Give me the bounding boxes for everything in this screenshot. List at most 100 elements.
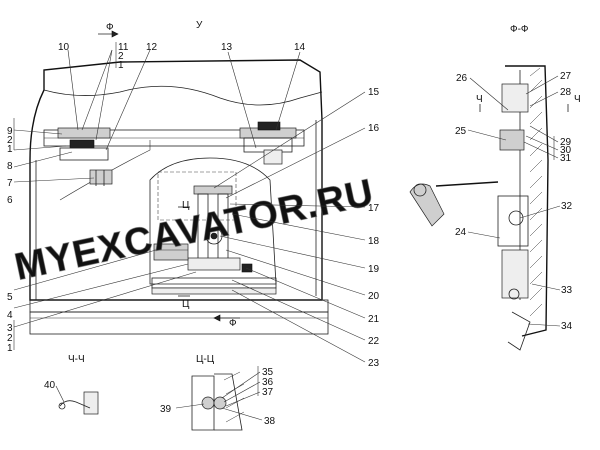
callout-14: 14 [294, 42, 306, 53]
leader-34 [527, 323, 561, 327]
bolt-head [241, 263, 253, 273]
callout-6: 6 [7, 195, 13, 206]
pivot [205, 227, 223, 245]
cut-f-top-arrow [111, 30, 119, 38]
view-title-section-f: Ф-Ф [510, 24, 529, 35]
leader-33 [531, 283, 561, 291]
callout-30: 30 [560, 145, 572, 156]
break-line [43, 85, 323, 106]
left-hinge-assembly [57, 127, 113, 186]
f-lower-bolt [508, 288, 520, 300]
callout-34: 34 [561, 321, 573, 332]
f-mid-block [499, 129, 525, 151]
leader-15 [213, 91, 366, 189]
callout-31: 31 [560, 153, 572, 164]
lower-rail [29, 299, 329, 313]
callout-5: 5 [7, 292, 13, 303]
leader-26 [469, 77, 509, 111]
leader-23 [231, 289, 366, 363]
leader-8 [13, 145, 67, 151]
callout-35: 35 [262, 367, 274, 378]
leader-22 [231, 279, 366, 341]
leader-13 [227, 51, 257, 149]
callout-28: 28 [560, 87, 572, 98]
leader-lines [13, 42, 561, 421]
callout-21: 21 [368, 314, 380, 325]
callout-26: 26 [456, 73, 468, 84]
callout-24: 24 [455, 227, 467, 238]
leader-35 [221, 371, 261, 399]
lever-rod [435, 181, 499, 187]
side-block [153, 243, 189, 261]
leader-9 [13, 129, 63, 135]
callout-17: 17 [368, 203, 380, 214]
callout-labels: 9 2 1 8 7 6 5 4 3 2 1 10 11 2 1 12 13 14… [7, 42, 573, 427]
leader-31 [523, 141, 559, 159]
cut-marker-ch-right: Ч [574, 94, 581, 105]
leader-3 [13, 271, 197, 328]
leader-27 [525, 75, 559, 95]
callout-8: 8 [7, 161, 13, 172]
leader-29 [529, 125, 559, 143]
section-ts-view [191, 371, 245, 431]
cut-f-bottom-arrow [213, 314, 221, 322]
ch-pin [58, 402, 66, 410]
base-rail [29, 311, 329, 335]
f-upper-block [501, 83, 529, 113]
callout-2b: 2 [7, 135, 13, 146]
callout-29: 29 [560, 137, 572, 148]
callout-4: 4 [7, 310, 13, 321]
callout-15: 15 [368, 87, 380, 98]
callout-1a: 1 [7, 343, 13, 354]
callout-37: 37 [262, 387, 274, 398]
view-title-main: У [196, 20, 203, 31]
f-bolt [508, 210, 524, 226]
leader-19 [219, 235, 366, 269]
callout-38: 38 [264, 416, 276, 427]
callout-11: 11 [118, 42, 129, 53]
callout-7: 7 [7, 178, 13, 189]
right-hinge-assembly [239, 121, 297, 165]
ch-block [83, 391, 99, 415]
callout-33: 33 [561, 285, 573, 296]
callout-32: 32 [561, 201, 573, 212]
left-lower-block [89, 169, 113, 185]
ts-hatching [223, 371, 245, 423]
callout-23: 23 [368, 358, 380, 369]
leader-14 [275, 51, 301, 131]
leader-21 [245, 267, 366, 319]
leader-40 [55, 385, 65, 403]
mount-flange [151, 287, 277, 295]
leader-11b [95, 49, 113, 141]
leader-36 [223, 381, 261, 403]
f-bottom-flange [507, 311, 531, 351]
cut-markers: Ф Ф Ч Ч Ц Ц [98, 22, 581, 329]
cut-marker-ts-upper: Ц [182, 200, 190, 211]
window-outline [157, 171, 237, 221]
section-f-view [409, 65, 549, 351]
f-hatching [529, 67, 543, 317]
left-plate [57, 127, 111, 139]
view-title-section-ts: Ц-Ц [196, 354, 215, 365]
base-block [187, 257, 241, 271]
leader-38 [221, 407, 263, 421]
leader-39 [175, 403, 205, 409]
lever-knob [413, 183, 427, 197]
callout-13: 13 [221, 42, 233, 53]
ts-seal-left [201, 396, 215, 410]
pivot-pin [210, 232, 218, 240]
callout-27: 27 [560, 71, 572, 82]
callout-2c: 2 [118, 51, 124, 62]
callout-12: 12 [146, 42, 158, 53]
cut-marker-ch-left: Ч [476, 94, 483, 105]
ch-latch [59, 400, 91, 409]
right-bracket [257, 121, 281, 131]
callout-20: 20 [368, 291, 380, 302]
left-bracket [69, 139, 95, 149]
callout-25: 25 [455, 126, 467, 137]
leader-4 [13, 263, 189, 309]
f-outer-profile [505, 65, 549, 337]
callout-36: 36 [262, 377, 274, 388]
central-mechanism [149, 157, 277, 295]
leader-24 [467, 231, 501, 239]
